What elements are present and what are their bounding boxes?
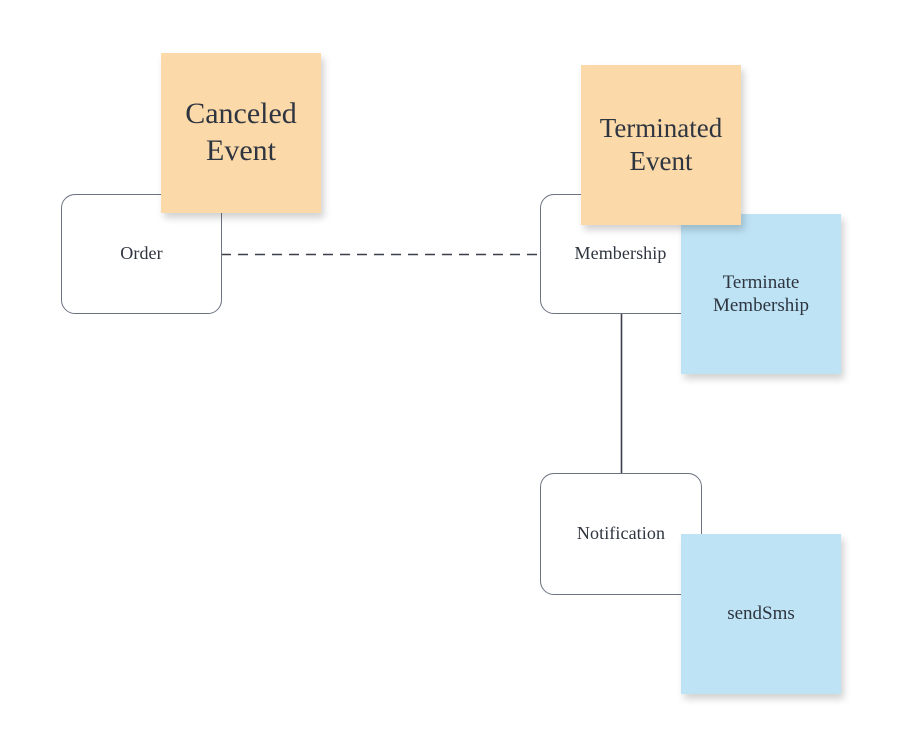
command-note-line2-terminate-membership: Membership xyxy=(712,295,810,316)
command-note-label-terminate-membership: Terminate Membership xyxy=(713,271,809,317)
command-note-line1-terminate-membership: Terminate xyxy=(722,271,800,293)
event-note-label-terminated-event: Terminated Event xyxy=(600,112,723,178)
event-note-canceled-event[interactable]: Canceled Event xyxy=(161,53,321,213)
aggregate-label-notification: Notification xyxy=(576,523,666,544)
command-note-send-sms[interactable]: sendSms xyxy=(681,534,841,694)
event-note-line2-canceled-event: Event xyxy=(206,134,276,167)
aggregate-box-order[interactable]: Order xyxy=(61,194,222,314)
event-note-line1-terminated-event: Terminated xyxy=(599,113,723,144)
aggregate-label-membership: Membership xyxy=(574,243,667,264)
aggregate-label-order: Order xyxy=(120,243,163,264)
event-note-terminated-event[interactable]: Terminated Event xyxy=(581,65,741,225)
event-note-line2-terminated-event: Event xyxy=(629,146,693,176)
event-note-line1-canceled-event: Canceled xyxy=(185,97,297,131)
aggregate-box-notification[interactable]: Notification xyxy=(540,473,702,595)
command-note-label-send-sms: sendSms xyxy=(727,603,795,625)
event-note-label-canceled-event: Canceled Event xyxy=(185,96,297,169)
command-note-terminate-membership[interactable]: Terminate Membership xyxy=(681,214,841,374)
